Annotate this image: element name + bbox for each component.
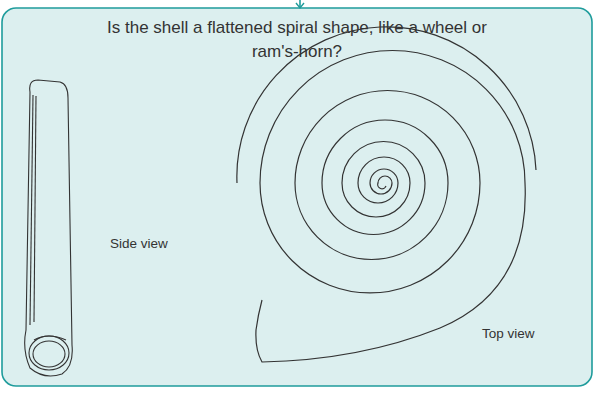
entry-line	[299, 0, 301, 7]
view-label: Top view	[482, 326, 535, 341]
entry-arrow	[296, 3, 304, 8]
top-view-spiral	[237, 27, 536, 362]
side-view-drawing	[25, 80, 73, 376]
question-text: Is the shell a flattened spiral shape, l…	[87, 16, 507, 64]
panel-background	[2, 8, 592, 386]
view-label: Side view	[110, 236, 168, 251]
